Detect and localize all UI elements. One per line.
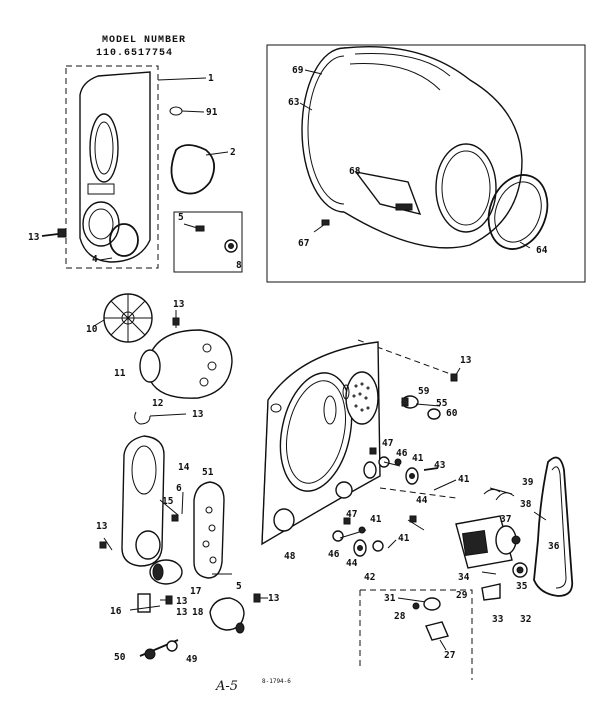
callout-label-27: 27 [444, 650, 455, 661]
callout-label-16: 16 [110, 606, 122, 617]
drawing-code: 8-1794-6 [262, 678, 291, 685]
callout-label-6: 6 [176, 483, 182, 494]
callout-label-41: 41 [398, 533, 410, 544]
callout-label-39: 39 [522, 477, 534, 488]
callout-label-49: 49 [186, 654, 198, 665]
callout-label-10: 10 [86, 324, 98, 335]
belt-switch-group [359, 583, 501, 680]
callout-label-44: 44 [346, 558, 358, 569]
callout-label-46: 46 [396, 448, 408, 459]
callout-label-13: 13 [176, 596, 188, 607]
callout-label-47: 47 [382, 438, 393, 449]
callout-label-13: 13 [176, 607, 188, 618]
callout-label-17: 17 [190, 586, 201, 597]
callout-label-91: 91 [206, 107, 218, 118]
callout-label-2: 2 [230, 147, 236, 158]
callout-label-50: 50 [114, 652, 126, 663]
callout-label-13: 13 [268, 593, 280, 604]
roller-parts-lower [332, 515, 425, 557]
page-number: A-5 [215, 679, 238, 694]
callout-label-35: 35 [516, 581, 528, 592]
callout-label-4: 4 [92, 254, 98, 265]
callout-label-55: 55 [436, 398, 448, 409]
blower-group [93, 293, 233, 399]
callout-label-13: 13 [173, 299, 185, 310]
model-number-value: 110.6517754 [96, 48, 173, 59]
callout-label-5: 5 [236, 581, 242, 592]
callout-label-36: 36 [548, 541, 560, 552]
screw-13-bulkhead [450, 367, 461, 382]
callout-label-46: 46 [328, 549, 340, 560]
callout-label-38: 38 [520, 499, 532, 510]
drum-group [266, 44, 586, 283]
callout-label-47: 47 [346, 509, 357, 520]
callout-label-69: 69 [292, 65, 304, 76]
callout-label-13: 13 [192, 409, 204, 420]
callout-label-13: 13 [460, 355, 472, 366]
screw-13-left [41, 228, 67, 238]
callout-label-11: 11 [114, 368, 126, 379]
callout-label-59: 59 [418, 386, 430, 397]
callout-label-8: 8 [236, 260, 242, 271]
callout-label-41: 41 [412, 453, 424, 464]
callout-label-28: 28 [394, 611, 406, 622]
callout-label-15: 15 [162, 496, 174, 507]
callout-label-44: 44 [416, 495, 428, 506]
motor-group [455, 456, 574, 597]
callout-label-12: 12 [152, 398, 163, 409]
model-number-title: MODEL NUMBER [102, 35, 186, 46]
callout-label-18: 18 [192, 607, 204, 618]
callout-label-31: 31 [384, 593, 396, 604]
callout-label-68: 68 [349, 166, 361, 177]
callout-label-37: 37 [500, 514, 511, 525]
light-bulb-subgroup [173, 211, 243, 273]
bulkhead-group [261, 339, 457, 546]
callout-labels: 1 91 2 5 8 4 13 69 63 68 67 64 10 13 11 … [28, 65, 560, 665]
thermostat-group [401, 395, 441, 420]
callout-label-51: 51 [202, 467, 214, 478]
callout-label-13: 13 [28, 232, 40, 243]
callout-label-14: 14 [178, 462, 190, 473]
callout-label-33: 33 [492, 614, 504, 625]
callout-label-67: 67 [298, 238, 309, 249]
callout-label-60: 60 [446, 408, 458, 419]
roller-parts-upper [369, 447, 457, 491]
front-panel-group [65, 65, 229, 269]
callout-label-41: 41 [370, 514, 382, 525]
callout-label-29: 29 [456, 590, 468, 601]
callout-label-48: 48 [284, 551, 296, 562]
callout-label-13: 13 [96, 521, 108, 532]
callout-label-41: 41 [458, 474, 470, 485]
callout-label-1: 1 [208, 73, 214, 84]
callout-label-63: 63 [288, 97, 300, 108]
callout-label-42: 42 [364, 572, 375, 583]
duct-group [99, 411, 232, 585]
callout-label-64: 64 [536, 245, 548, 256]
callout-label-34: 34 [458, 572, 470, 583]
callout-label-32: 32 [520, 614, 531, 625]
callout-label-43: 43 [434, 460, 446, 471]
switch-parts-group [129, 593, 268, 660]
callout-label-5: 5 [178, 212, 184, 223]
